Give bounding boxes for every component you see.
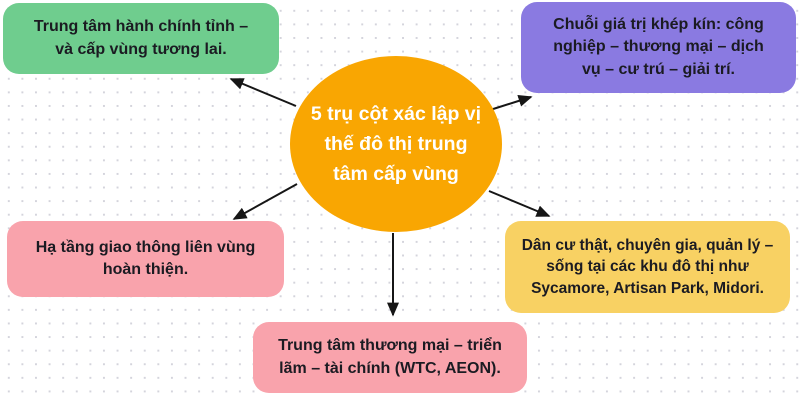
center-hub-line-1: 5 trụ cột xác lập vị	[310, 103, 482, 125]
node-commerce-line-2: lãm – tài chính (WTC, AEON).	[279, 359, 501, 377]
node-infrastructure-line-1: Hạ tầng giao thông liên vùng	[35, 238, 256, 256]
center-hub-ellipse: 5 trụ cột xác lập vị thế đô thị trung tâ…	[290, 56, 502, 232]
arrow-to-residents	[488, 190, 551, 217]
node-commerce: Trung tâm thương mại – triển lãm – tài c…	[253, 322, 527, 393]
center-hub-line-3: tâm cấp vùng	[333, 163, 459, 185]
node-value-chain-line-3: vụ – cư trú – giải trí.	[582, 60, 735, 78]
node-admin-line-2: và cấp vùng tương lai.	[55, 40, 227, 58]
node-residents-line-2: sống tại các khu đô thị như	[546, 258, 749, 276]
node-infrastructure: Hạ tầng giao thông liên vùng hoàn thiện.	[7, 221, 284, 297]
node-admin-center: Trung tâm hành chính tỉnh – và cấp vùng …	[3, 3, 279, 74]
node-residents-line-1: Dân cư thật, chuyên gia, quản lý –	[521, 236, 774, 254]
node-value-chain-line-2: nghiệp – thương mại – dịch	[553, 38, 764, 56]
arrow-to-admin-center	[229, 78, 297, 107]
node-value-chain: Chuỗi giá trị khép kín: công nghiệp – th…	[521, 2, 796, 93]
node-infrastructure-line-2: hoàn thiện.	[102, 261, 189, 278]
center-hub-line-2: thế đô thị trung	[324, 133, 468, 155]
node-commerce-line-1: Trung tâm thương mại – triển	[278, 337, 502, 355]
node-admin-line-1: Trung tâm hành chính tỉnh –	[33, 18, 249, 36]
node-residents: Dân cư thật, chuyên gia, quản lý – sống …	[505, 221, 790, 313]
node-residents-line-3: Sycamore, Artisan Park, Midori.	[531, 279, 764, 297]
arrow-to-infrastructure	[232, 183, 298, 220]
arrow-to-value-chain	[489, 95, 533, 111]
node-value-chain-line-1: Chuỗi giá trị khép kín: công	[553, 16, 764, 34]
